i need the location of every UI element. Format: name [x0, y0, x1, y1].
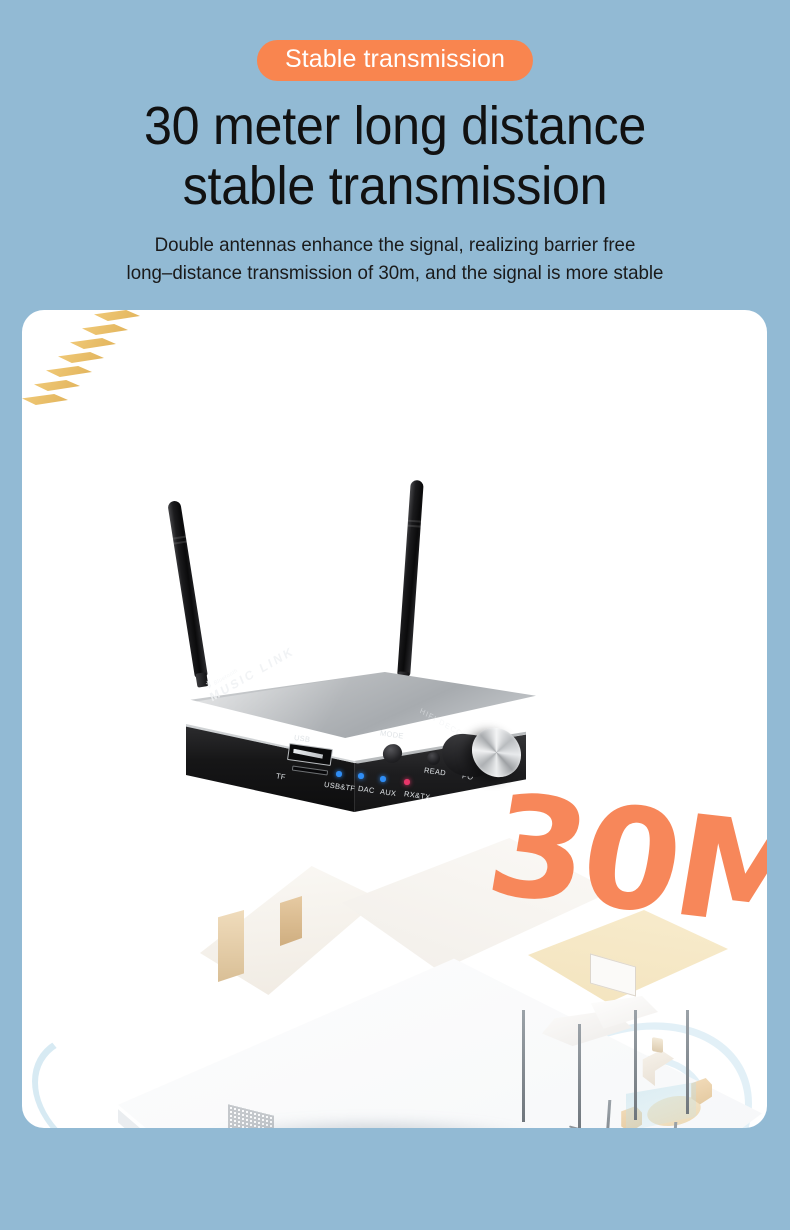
staircase [22, 310, 152, 440]
antenna-groove [407, 519, 422, 523]
stair-step [46, 366, 92, 377]
status-badge: Stable transmission [256, 40, 534, 81]
stair-step [94, 310, 140, 321]
floor-slab-edge [118, 1109, 426, 1128]
page-subtitle: Double antennas enhance the signal, real… [16, 232, 774, 287]
stair-step [22, 394, 68, 405]
page-subtitle-line-2: long–distance transmission of 30m, and t… [126, 261, 664, 284]
antenna-groove [172, 535, 186, 540]
support-post [522, 1010, 526, 1122]
chair [621, 1106, 642, 1128]
door-frame-post-2 [280, 896, 302, 946]
wall-left [200, 866, 380, 995]
stair-step [82, 324, 128, 335]
page-title: 30 meter long distance stable transmissi… [28, 96, 763, 217]
table-lamp [652, 1037, 663, 1053]
door-frame-post [218, 910, 244, 982]
page-subtitle-line-1: Double antennas enhance the signal, real… [154, 234, 636, 256]
distance-label: 30M [477, 764, 767, 962]
support-post [578, 1024, 582, 1128]
round-table [643, 1094, 705, 1128]
led-usb-tf [336, 771, 342, 777]
floor-texture-panel [228, 1104, 274, 1128]
device-shadow [202, 1116, 542, 1128]
antenna-groove [407, 524, 421, 528]
device-branding: Bluetooth MUSIC LINK [204, 634, 296, 704]
led-dac [358, 773, 364, 779]
floor-slab [118, 958, 762, 1128]
chair [691, 1078, 712, 1105]
wall-picture-frame [590, 953, 636, 997]
railing-bar [568, 1125, 754, 1128]
glass-panel [626, 1082, 696, 1128]
led-aux [380, 776, 386, 782]
tf-label: TF [275, 771, 287, 782]
bluetooth-icon-label: Bluetooth [204, 634, 291, 691]
railing-post [669, 1122, 678, 1128]
signal-wave-right-inner [546, 1040, 708, 1128]
stair-step [34, 380, 80, 391]
railing-post [603, 1100, 612, 1128]
header-section: Stable transmission 30 meter long distan… [0, 0, 790, 310]
side-table [642, 1050, 674, 1086]
bed [590, 996, 658, 1029]
page-title-line-1: 30 meter long distance [144, 96, 646, 156]
sofa [542, 1010, 632, 1047]
signal-wave-left-inner [32, 1017, 182, 1128]
signal-wave-right-outer [492, 998, 752, 1128]
bluetooth-icon [205, 680, 212, 689]
led-rx-tx [404, 779, 410, 785]
stair-step [70, 338, 116, 349]
support-post [686, 1010, 690, 1114]
stair-step [58, 352, 104, 363]
usb-tongue [293, 749, 324, 759]
page-title-line-2: stable transmission [182, 156, 608, 217]
support-post [634, 1010, 638, 1120]
usb-label: USB [293, 732, 311, 745]
bluetooth-receiver-device: Bluetooth MUSIC LINK HIFI DECODER DAC US… [176, 643, 536, 822]
antenna-groove [173, 540, 187, 545]
signal-wave-left-outer [22, 981, 212, 1128]
mode-label: MODE [379, 728, 405, 741]
